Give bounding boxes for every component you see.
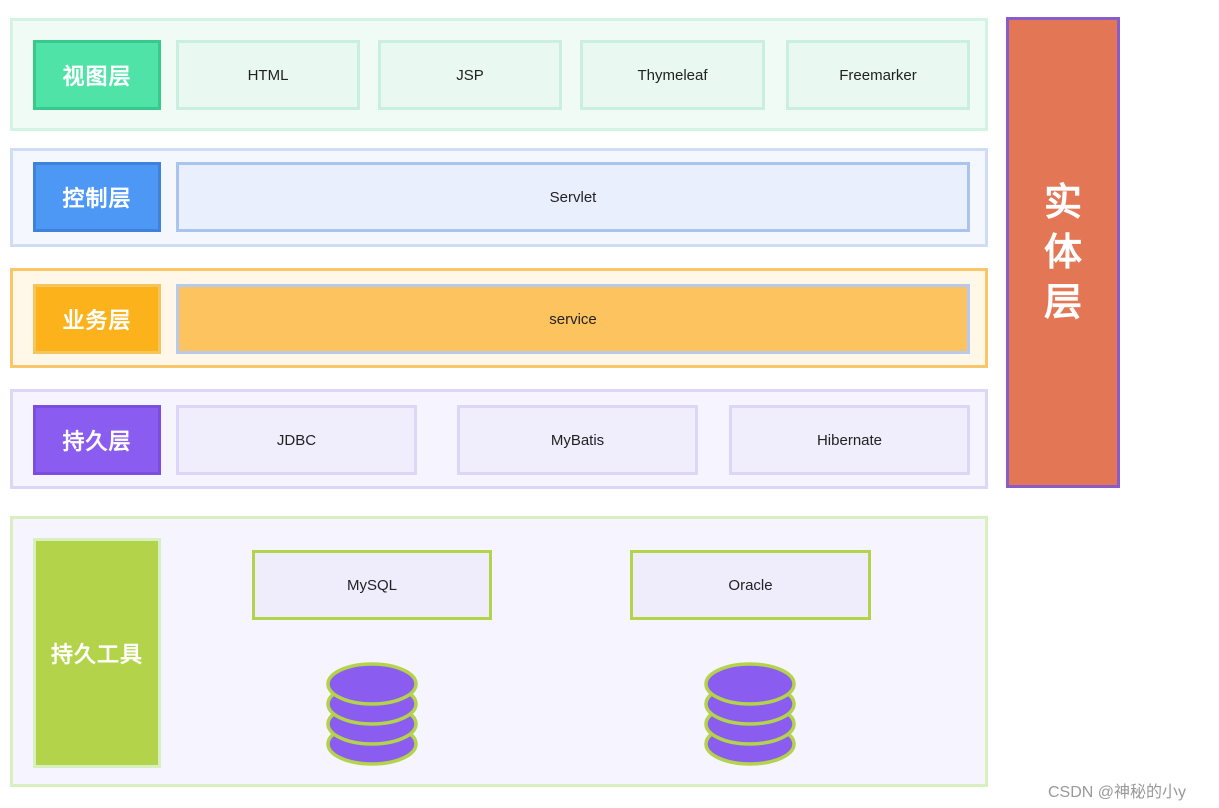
watermark: CSDN @神秘的小y	[1048, 784, 1187, 801]
entity-layer: 实 体 层	[1006, 17, 1120, 488]
entity-char: 实	[1043, 181, 1082, 224]
view-layer-label: 视图层	[33, 40, 161, 110]
control-item-servlet: Servlet	[176, 162, 970, 232]
persistence-item-jdbc: JDBC	[176, 405, 417, 475]
tools-item-mysql: MySQL	[252, 550, 492, 620]
tools-layer-label: 持久工具	[33, 538, 161, 768]
tools-item-oracle: Oracle	[630, 550, 871, 620]
business-item-service: service	[176, 284, 970, 354]
persistence-layer-label: 持久层	[33, 405, 161, 475]
entity-char: 体	[1043, 231, 1082, 274]
view-item-jsp: JSP	[378, 40, 562, 110]
persistence-item-mybatis: MyBatis	[457, 405, 698, 475]
view-item-freemarker: Freemarker	[786, 40, 970, 110]
persistence-item-hibernate: Hibernate	[729, 405, 970, 475]
view-item-thymeleaf: Thymeleaf	[580, 40, 765, 110]
control-layer-label: 控制层	[33, 162, 161, 232]
database-icon	[326, 662, 418, 766]
entity-char: 层	[1043, 281, 1082, 324]
database-icon	[704, 662, 796, 766]
business-layer-label: 业务层	[33, 284, 161, 354]
view-item-html: HTML	[176, 40, 360, 110]
